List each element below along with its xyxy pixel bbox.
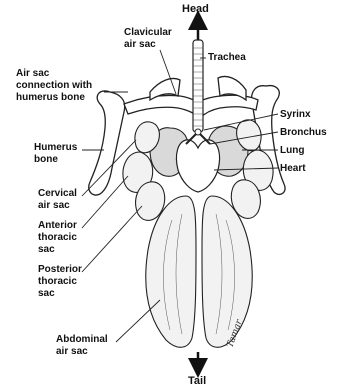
label-lung: Lung [280,145,304,156]
label-airsac-humerus-1: Air sac [16,68,50,79]
label-cervical-2: air sac [38,200,70,211]
label-heart: Heart [280,163,306,174]
label-abdominal-1: Abdominal [56,334,108,345]
syrinx-bronchi [186,129,210,144]
heart [176,140,219,192]
label-head: Head [182,3,209,15]
label-trachea: Trachea [208,52,246,63]
label-airsac-humerus-2: connection with [16,80,92,91]
trachea [193,40,203,132]
label-anterior-1: Anterior [38,220,77,231]
label-humerus-1: Humerus [34,142,78,153]
label-humerus-2: bone [34,154,58,165]
label-bronchus: Bronchus [280,127,327,138]
label-clavicular-1: Clavicular [124,27,172,38]
label-tail: Tail [188,375,206,387]
label-abdominal-2: air sac [56,346,88,357]
label-cervical-1: Cervical [38,188,77,199]
label-posterior-2: thoracic [38,276,77,287]
label-syrinx: Syrinx [280,109,311,120]
label-posterior-3: sac [38,288,55,299]
label-anterior-3: sac [38,244,55,255]
left-humerus-bone [89,91,125,195]
label-clavicular-2: air sac [124,39,156,50]
label-posterior-1: Posterior [38,264,82,275]
label-airsac-humerus-3: humerus bone [16,92,85,103]
shoulder-girdle [124,77,258,119]
label-anterior-2: thoracic [38,232,77,243]
